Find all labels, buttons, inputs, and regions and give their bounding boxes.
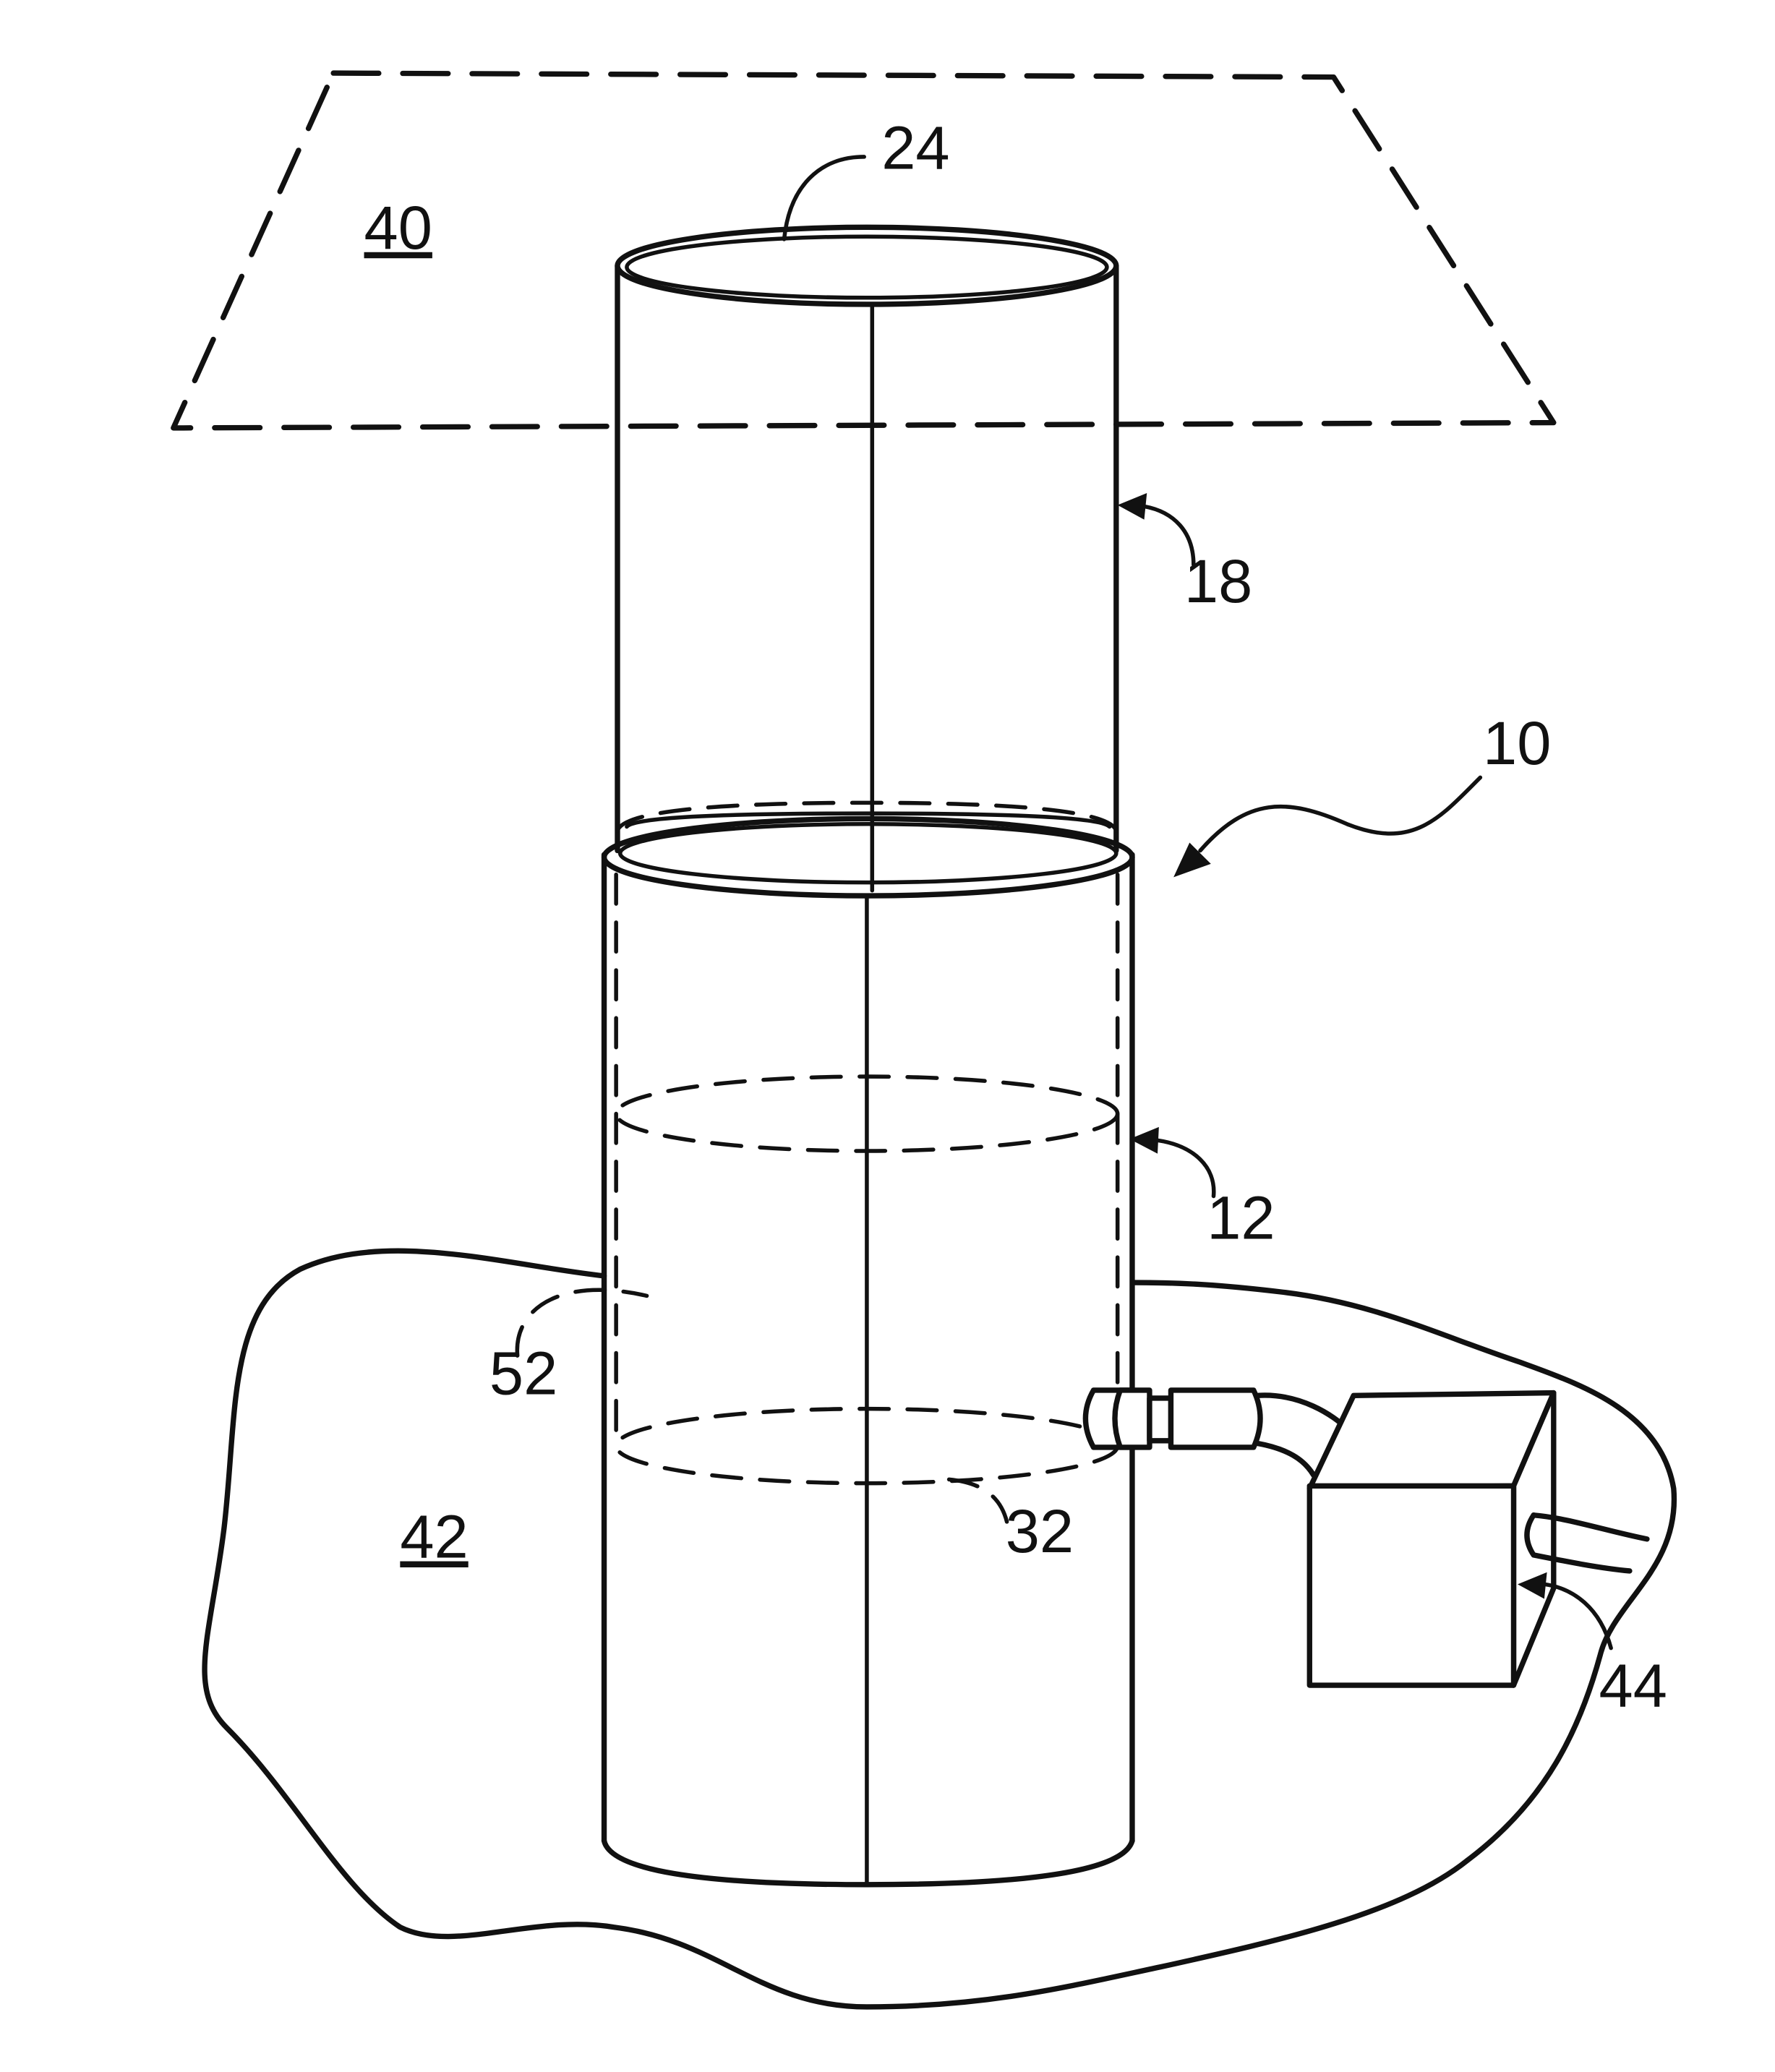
label-44: 44 [1599,1651,1667,1720]
label-18: 18 [1184,547,1252,615]
label-32: 32 [1006,1497,1074,1565]
arrowhead-18 [1118,493,1147,520]
fitting-body [1171,1390,1260,1447]
label-12: 12 [1207,1183,1275,1251]
label-52: 52 [489,1339,557,1408]
leader-10 [1200,777,1480,850]
leader-12 [1158,1140,1214,1196]
control-box-front-face [1309,1486,1513,1685]
label-10: 10 [1483,708,1551,777]
label-40: 40 [364,193,432,262]
label-42: 42 [400,1502,468,1571]
joint-rim-inner [620,824,1116,883]
hose-upper-line [1257,1395,1347,1429]
fitting-collar [1115,1390,1150,1447]
leader-44 [1544,1584,1611,1648]
label-24: 24 [881,114,949,182]
fitting-nut [1150,1398,1171,1441]
hose-lower-line [1257,1443,1313,1475]
leader-32 [947,1479,1007,1522]
upper-rim-outer [617,227,1116,304]
